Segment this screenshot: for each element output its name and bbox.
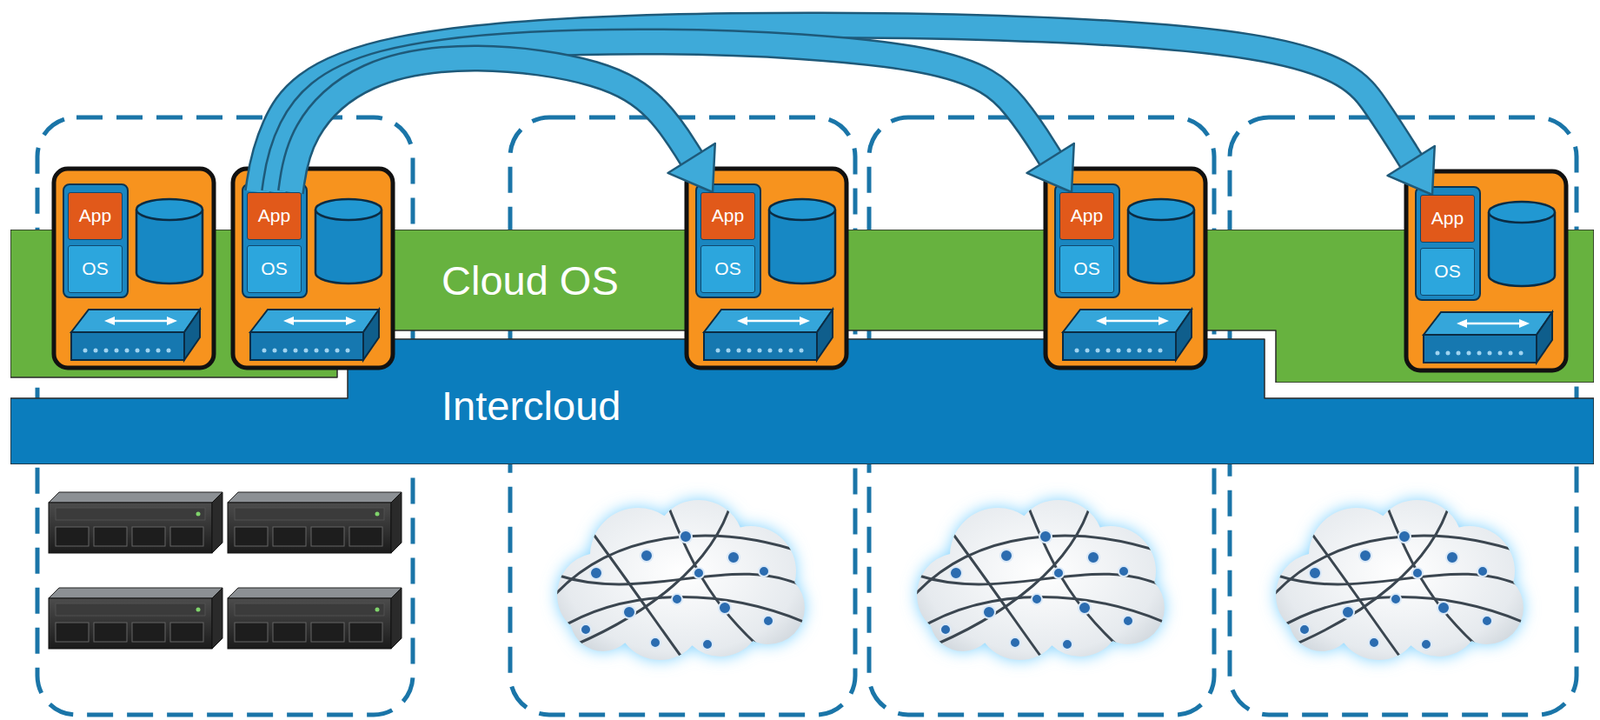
flow-arrow	[274, 41, 1075, 193]
arrow-head	[1387, 146, 1435, 195]
workload-box	[53, 168, 214, 368]
rack-server	[48, 491, 223, 553]
app-box: App	[700, 192, 756, 240]
arrow-body	[290, 58, 691, 193]
os-box: OS	[1059, 245, 1115, 293]
cloud-network	[542, 485, 821, 678]
band-label: Cloud OS	[441, 257, 619, 305]
box-label: App	[1070, 205, 1103, 226]
workload-box	[1406, 171, 1567, 371]
box-label: OS	[1434, 260, 1461, 282]
box-label: OS	[260, 258, 287, 279]
rack-server	[48, 587, 223, 649]
box-label: OS	[81, 258, 108, 279]
cloud-network	[1261, 485, 1540, 678]
arrow-body	[258, 25, 1412, 193]
arrow-head	[1026, 143, 1074, 193]
workload-box	[686, 168, 847, 368]
arrow-outline	[258, 25, 1412, 193]
app-box: App	[246, 192, 302, 240]
arrow-body	[274, 41, 1051, 193]
arrow-head	[667, 143, 715, 193]
os-box: OS	[1420, 247, 1475, 296]
box-label: App	[79, 205, 112, 226]
app-box: App	[1420, 194, 1475, 243]
rack-server	[227, 491, 402, 553]
box-label: App	[258, 205, 291, 226]
flow-arrow	[290, 58, 715, 193]
box-label: OS	[1073, 258, 1100, 279]
box-label: OS	[714, 258, 741, 279]
os-box: OS	[700, 245, 756, 293]
band-label: Intercloud	[441, 382, 621, 430]
os-box: OS	[246, 245, 302, 293]
app-box: App	[67, 192, 123, 240]
rack-server	[227, 587, 402, 649]
workload-box	[1045, 168, 1206, 368]
arrow-outline	[274, 41, 1051, 193]
arrow-outline	[290, 58, 691, 193]
app-box: App	[1059, 192, 1115, 240]
cloud-network	[902, 485, 1181, 678]
box-label: App	[711, 205, 744, 226]
os-box: OS	[67, 245, 123, 293]
flow-arrow	[258, 25, 1435, 195]
workload-box	[232, 168, 393, 368]
box-label: App	[1431, 207, 1464, 229]
